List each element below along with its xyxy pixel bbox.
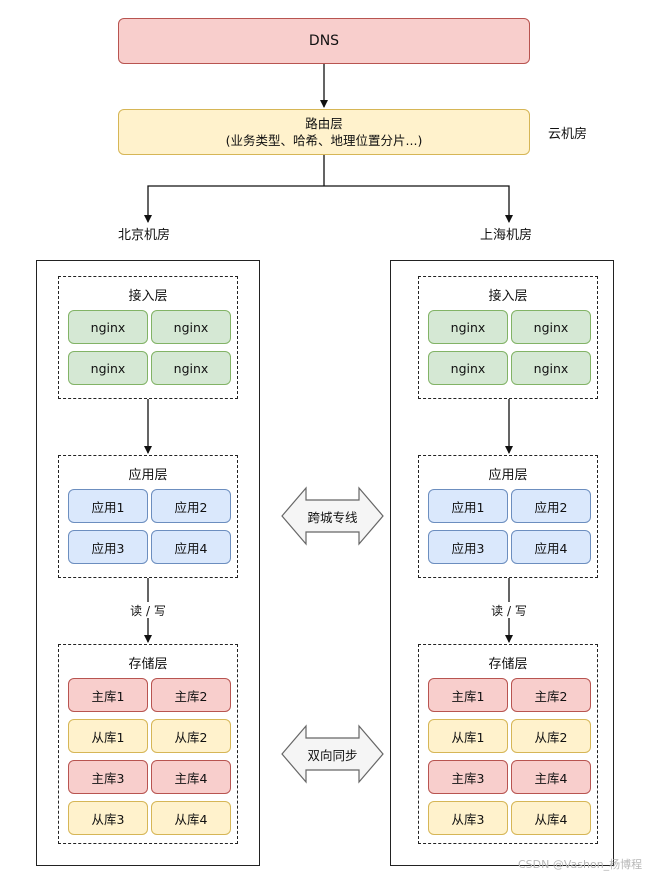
- shanghai-region: [390, 260, 614, 866]
- shanghai-rw-label: 读 / 写: [479, 602, 539, 618]
- nginx-node: nginx: [68, 310, 148, 344]
- nginx-node: nginx: [151, 310, 231, 344]
- master-db-node: 主库2: [151, 678, 231, 712]
- slave-db-node: 从库3: [68, 801, 148, 835]
- app-node: 应用1: [428, 489, 508, 523]
- master-db-node: 主库4: [511, 760, 591, 794]
- layer-title: 接入层: [488, 289, 528, 304]
- layer-title: 应用层: [488, 468, 528, 483]
- master-db-node: 主库2: [511, 678, 591, 712]
- route-to-beijing-arrow: [144, 185, 324, 223]
- layer-title: 接入层: [128, 289, 168, 304]
- beijing-region: [36, 260, 260, 866]
- master-db-node: 主库4: [151, 760, 231, 794]
- beijing-region-label: 北京机房: [118, 228, 171, 243]
- master-db-node: 主库3: [68, 760, 148, 794]
- app-node: 应用4: [511, 530, 591, 564]
- watermark: CSDN @Vashon_杨博程: [518, 858, 643, 871]
- nginx-node: nginx: [428, 351, 508, 385]
- beijing-access-layer: 接入层 nginx nginx nginx nginx: [58, 276, 238, 399]
- beijing-app-layer: 应用层 应用1 应用2 应用3 应用4: [58, 455, 238, 578]
- slave-db-node: 从库1: [428, 719, 508, 753]
- layer-title: 存储层: [128, 657, 168, 672]
- shanghai-app-layer: 应用层 应用1 应用2 应用3 应用4: [418, 455, 598, 578]
- app-node: 应用1: [68, 489, 148, 523]
- layer-title: 存储层: [488, 657, 528, 672]
- app-node: 应用2: [511, 489, 591, 523]
- sync-link-label: 双向同步: [307, 747, 358, 763]
- slave-db-node: 从库4: [151, 801, 231, 835]
- master-db-node: 主库3: [428, 760, 508, 794]
- nginx-node: nginx: [511, 351, 591, 385]
- cross-city-link-label: 跨城专线: [307, 509, 358, 525]
- slave-db-node: 从库1: [68, 719, 148, 753]
- beijing-storage-layer: 存储层 主库1 主库2 从库1 从库2 主库3 主库4 从库3 从库4: [58, 644, 238, 844]
- shanghai-storage-layer: 存储层 主库1 主库2 从库1 从库2 主库3 主库4 从库3 从库4: [418, 644, 598, 844]
- nginx-node: nginx: [511, 310, 591, 344]
- dns-box: DNS: [118, 18, 530, 64]
- route-layer-title: 路由层: [305, 116, 343, 131]
- master-db-node: 主库1: [428, 678, 508, 712]
- slave-db-node: 从库3: [428, 801, 508, 835]
- cross-city-double-arrow: [281, 486, 384, 546]
- slave-db-node: 从库4: [511, 801, 591, 835]
- app-node: 应用3: [68, 530, 148, 564]
- dns-label: DNS: [308, 33, 340, 49]
- nginx-node: nginx: [68, 351, 148, 385]
- slave-db-node: 从库2: [151, 719, 231, 753]
- route-layer-box: 路由层 (业务类型、哈希、地理位置分片...): [118, 109, 530, 155]
- app-node: 应用2: [151, 489, 231, 523]
- app-node: 应用4: [151, 530, 231, 564]
- beijing-rw-label: 读 / 写: [118, 602, 178, 618]
- slave-db-node: 从库2: [511, 719, 591, 753]
- master-db-node: 主库1: [68, 678, 148, 712]
- route-layer-subtitle: (业务类型、哈希、地理位置分片...): [225, 133, 423, 148]
- layer-title: 应用层: [128, 468, 168, 483]
- shanghai-access-layer: 接入层 nginx nginx nginx nginx: [418, 276, 598, 399]
- sync-double-arrow: [281, 724, 384, 784]
- nginx-node: nginx: [151, 351, 231, 385]
- route-to-shanghai-arrow: [324, 185, 513, 223]
- shanghai-region-label: 上海机房: [480, 228, 533, 243]
- app-node: 应用3: [428, 530, 508, 564]
- nginx-node: nginx: [428, 310, 508, 344]
- cloud-label: 云机房: [548, 127, 588, 142]
